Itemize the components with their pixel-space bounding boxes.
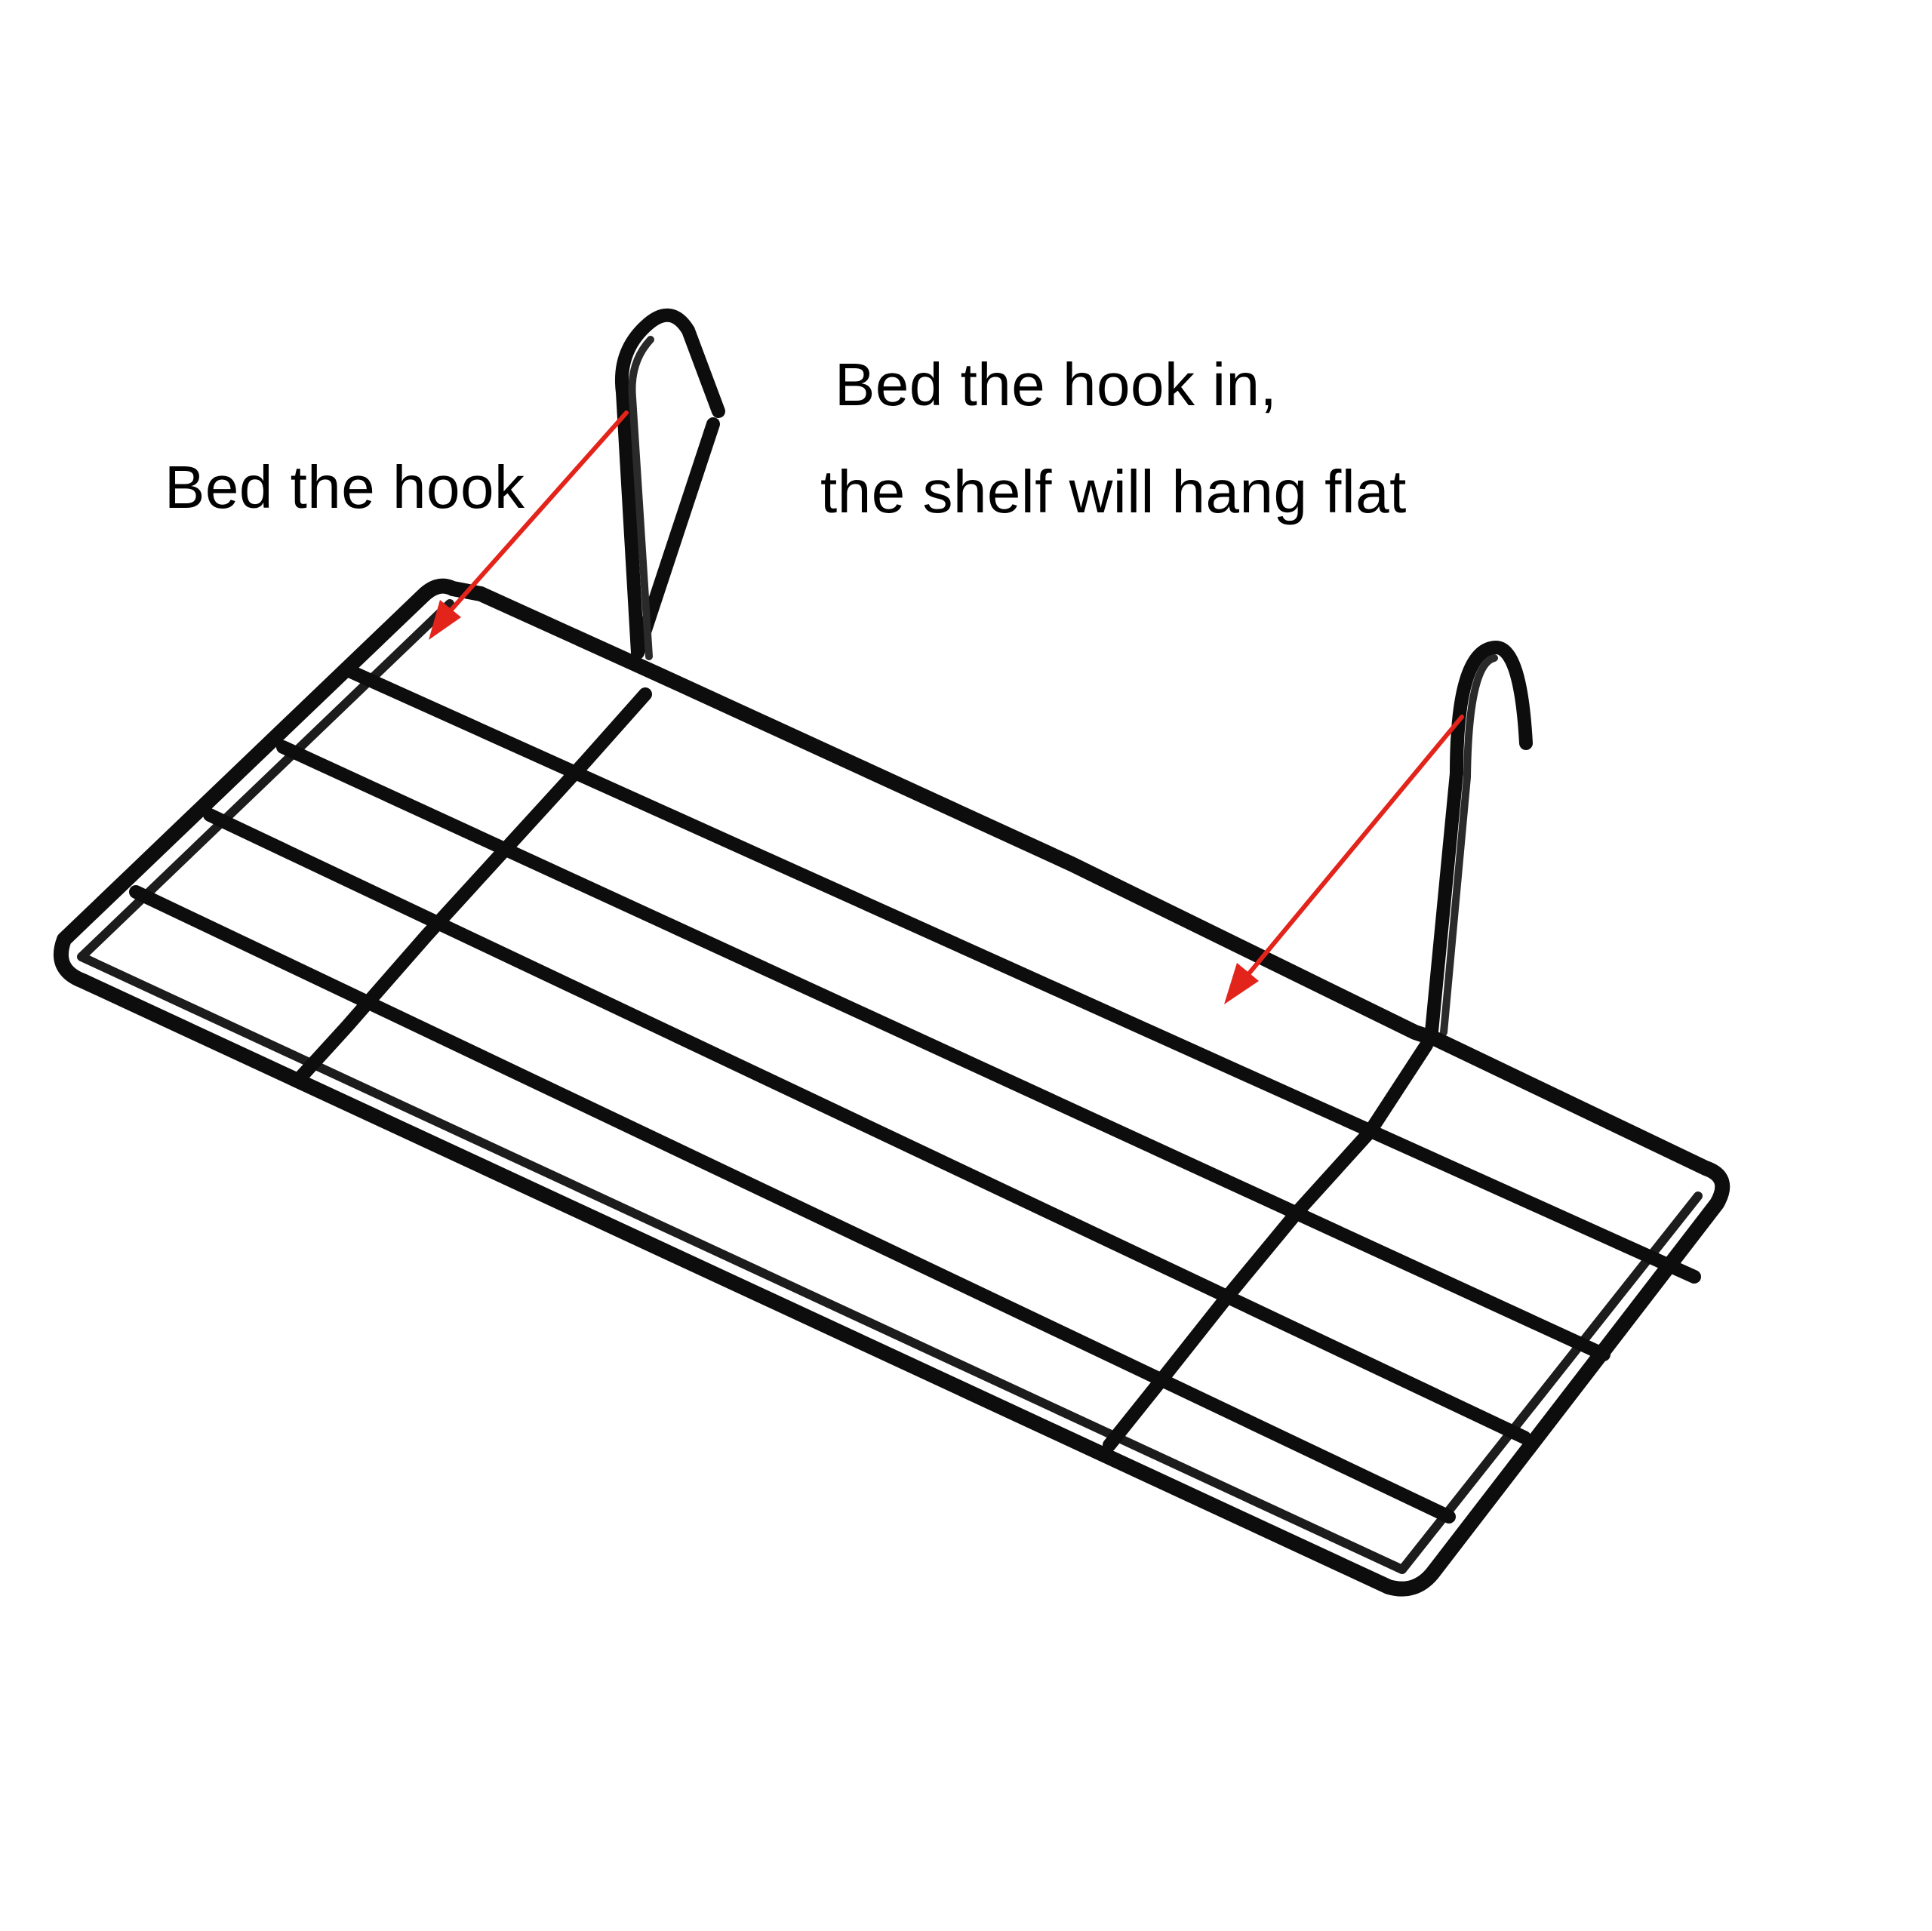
left-arrow-head	[429, 600, 461, 640]
left-arrow-line	[449, 410, 629, 612]
right-arrow-line	[1247, 715, 1464, 976]
shelf-wire-4	[129, 885, 1456, 1524]
caption-shelf-hang-flat: the shelf will hang flat	[820, 458, 1407, 525]
shelf-frame-inner	[77, 599, 1703, 1574]
wire-shelf	[54, 308, 1730, 1597]
left-hook-inner	[628, 336, 654, 660]
caption-bed-the-hook: Bed the hook	[165, 454, 525, 521]
cross-support-right	[1103, 1038, 1433, 1452]
right-hook-inner	[1440, 654, 1498, 1036]
shelf-wire-3	[203, 808, 1531, 1444]
shelf-frame-outer	[54, 578, 1730, 1597]
right-arrow-head	[1224, 963, 1259, 1004]
cross-support-left	[294, 687, 652, 1084]
caption-bed-the-hook-in: Bed the hook in,	[835, 351, 1278, 418]
left-hook	[615, 308, 725, 660]
annotation-arrows	[429, 410, 1464, 1004]
